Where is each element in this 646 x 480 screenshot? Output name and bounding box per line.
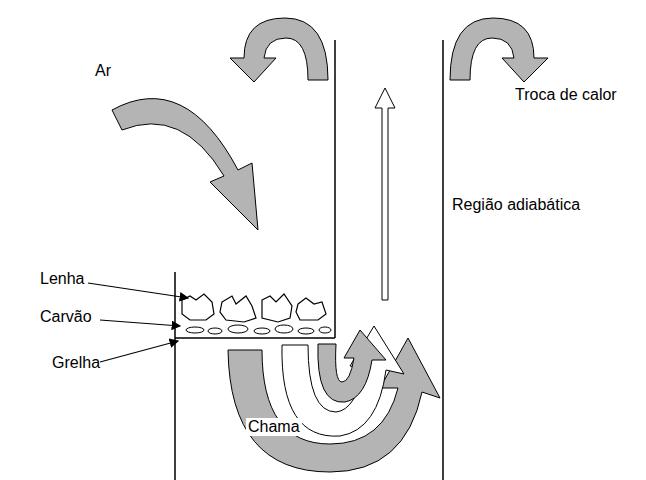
- adiabatic-region-label: Região adiabática: [452, 196, 580, 214]
- heat-exchange-label: Troca de calor: [515, 86, 617, 104]
- wood-label: Lenha: [40, 270, 85, 288]
- wood-logs: [182, 294, 326, 322]
- grate-label: Grelha: [52, 354, 100, 372]
- air-arrow: [112, 99, 258, 230]
- gas-up-arrow: [375, 88, 395, 300]
- walls: [175, 40, 443, 480]
- charcoal: [186, 325, 331, 334]
- flame-arrows: [228, 326, 440, 472]
- heat-arrow-left: [230, 18, 328, 82]
- heat-arrow-right: [450, 18, 548, 82]
- air-label: Ar: [95, 62, 111, 80]
- flame-label: Chama: [246, 418, 302, 436]
- charcoal-label: Carvão: [40, 308, 92, 326]
- leader-lines: [88, 283, 188, 362]
